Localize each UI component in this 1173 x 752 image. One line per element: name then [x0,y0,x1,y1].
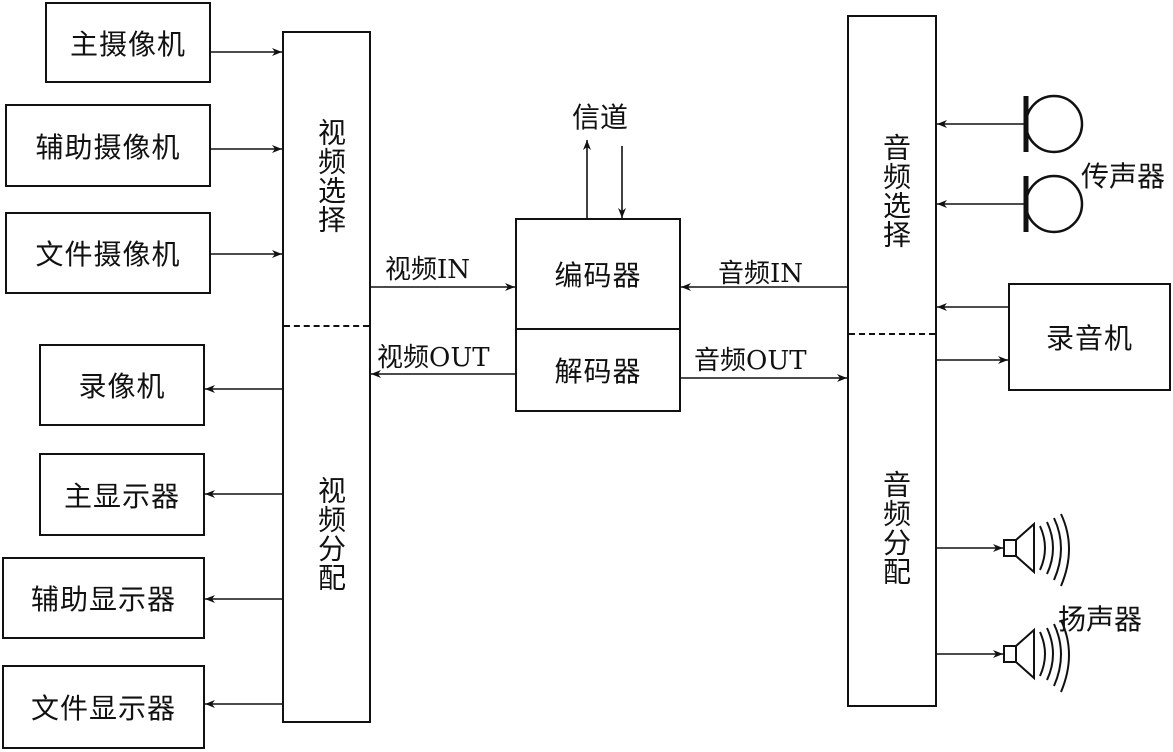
audio-in-label: 音频IN [718,259,804,289]
aux-display-box: 辅助显示器 [2,557,205,639]
vcr-label: 录像机 [78,370,166,403]
aux-display-label: 辅助显示器 [30,583,176,616]
video-panel-divider [284,325,369,327]
video-out-label: 视频OUT [377,343,490,373]
aux-camera-box: 辅助摄像机 [5,104,211,187]
doc-camera-box: 文件摄像机 [5,212,211,294]
audio-panel [847,15,937,707]
main-camera-box: 主摄像机 [45,2,211,83]
speaker-label: 扬声器 [1058,603,1143,636]
doc-camera-label: 文件摄像机 [35,238,181,271]
decoder-label: 解码器 [554,355,642,388]
audio-out-label: 音频OUT [694,346,807,376]
speaker-icon-2 [1003,619,1070,693]
encoder-label: 编码器 [554,259,642,292]
tape-recorder-box: 录音机 [1008,283,1171,391]
main-camera-label: 主摄像机 [69,27,186,61]
vcr-box: 录像机 [39,344,205,426]
decoder-box: 解码器 [515,328,681,412]
doc-display-box: 文件显示器 [2,665,205,749]
doc-display-label: 文件显示器 [30,692,176,725]
main-display-box: 主显示器 [39,453,205,536]
aux-camera-label: 辅助摄像机 [35,130,181,164]
channel-label: 信道 [572,101,629,134]
microphone-icon-1 [1023,94,1084,154]
main-display-label: 主显示器 [63,479,180,513]
video-distribute-label: 视频分配 [314,476,347,592]
video-panel [282,31,371,723]
audio-select-label: 音频选择 [879,133,912,249]
video-select-label: 视频选择 [314,118,347,234]
tape-recorder-label: 录音机 [1045,322,1133,355]
encoder-box: 编码器 [515,218,681,330]
video-in-label: 视频IN [385,255,471,285]
microphone-label: 传声器 [1081,160,1166,193]
microphone-icon-2 [1023,174,1084,234]
speaker-icon-1 [1003,513,1070,587]
audio-distribute-label: 音频分配 [879,470,912,586]
audio-panel-divider [849,333,935,335]
